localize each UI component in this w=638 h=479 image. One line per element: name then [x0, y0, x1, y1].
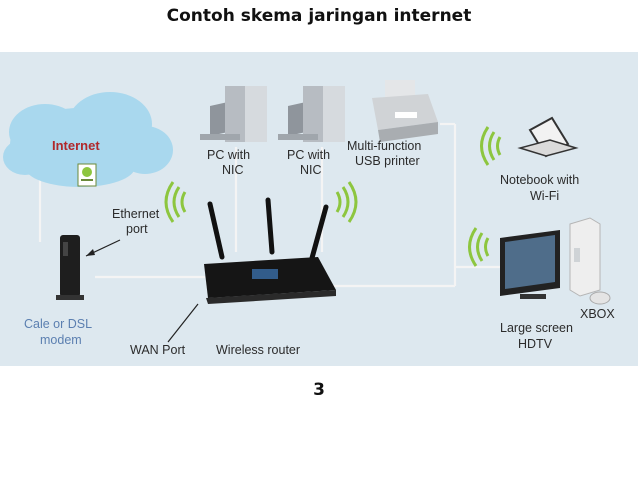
globe-badge-icon	[78, 164, 96, 186]
slide-title: Contoh skema jaringan internet	[0, 6, 638, 26]
pc1-label: PC with NIC	[207, 148, 254, 177]
page-number: 3	[0, 380, 638, 400]
ethernet-arrowhead	[86, 249, 95, 256]
network-diagram: Internet Ethernet port Cale or DSL modem…	[0, 52, 638, 366]
wifi-signal-icon	[166, 182, 185, 222]
pc-tower-icon	[200, 86, 267, 142]
wifi-signal-icon	[337, 182, 356, 222]
wifi-signal-icon	[482, 127, 501, 165]
modem-icon	[56, 235, 84, 300]
pc-tower-icon	[278, 86, 345, 142]
printer-icon	[372, 80, 438, 142]
printer-label: Multi-function USB printer	[347, 139, 425, 168]
modem-label: Cale or DSL modem	[24, 317, 95, 347]
xbox-label: XBOX	[580, 307, 615, 321]
internet-label: Internet	[52, 138, 100, 153]
wireless-router-icon	[204, 200, 336, 304]
wifi-signal-icon	[470, 228, 489, 266]
ethernet-port-label: Ethernet port	[112, 207, 163, 236]
notebook-label: Notebook with Wi-Fi	[500, 173, 583, 203]
wan-pointer-arrow	[168, 304, 198, 342]
wan-port-label: WAN Port	[130, 343, 186, 357]
notebook-icon	[520, 118, 576, 156]
xbox-console-icon	[570, 218, 610, 304]
pc2-label: PC with NIC	[287, 148, 334, 177]
router-label: Wireless router	[216, 343, 300, 357]
hdtv-label: Large screen HDTV	[500, 321, 576, 351]
hdtv-icon	[500, 230, 560, 299]
